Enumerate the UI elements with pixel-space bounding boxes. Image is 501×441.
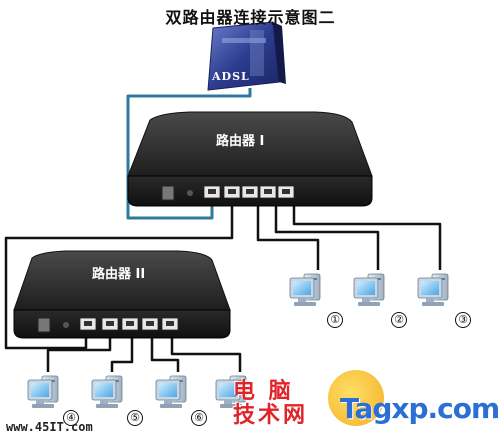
pc-icon [27,375,59,409]
adsl-label: ADSL [212,70,250,83]
adsl-modem [207,21,286,91]
router-2 [13,250,231,339]
router-2-label: 路由器 II [92,267,146,282]
pc4-cable [46,330,112,372]
pc-icon [155,375,187,409]
router-link-cable [4,197,234,350]
pc-icon [289,273,321,307]
diagram-title: 双路由器连接示意图二 [165,8,336,27]
watermark-cn: 电 脑 技术网 [233,380,343,428]
pc-icon [91,375,123,409]
pc-number-1: ① [327,312,343,328]
pc7-cable [170,330,242,372]
adsl-cable [126,88,252,220]
pc5-cable [110,330,134,372]
cables [4,88,442,372]
pc1-cable [256,197,320,270]
watermark-en: Tagxp.com [340,392,500,425]
site-url: www.45IT.com [6,420,93,434]
pc2-cable [274,197,380,270]
router-1 [127,111,373,207]
pc-icon [353,273,385,307]
pc-number-3: ③ [455,312,471,328]
watermark-logo [328,370,384,426]
router-1-label: 路由器 I [216,134,265,149]
pc6-cable [150,330,180,372]
pc-number-4: ④ [63,410,79,426]
pc-number-6: ⑥ [191,410,207,426]
pc-number-2: ② [391,312,407,328]
pc-icon [417,273,449,307]
watermark-cn-line1: 电 脑 [233,379,294,404]
watermark-cn-line2: 技术网 [233,403,309,428]
pc3-cable [292,197,442,270]
pc-number-5: ⑤ [127,410,143,426]
